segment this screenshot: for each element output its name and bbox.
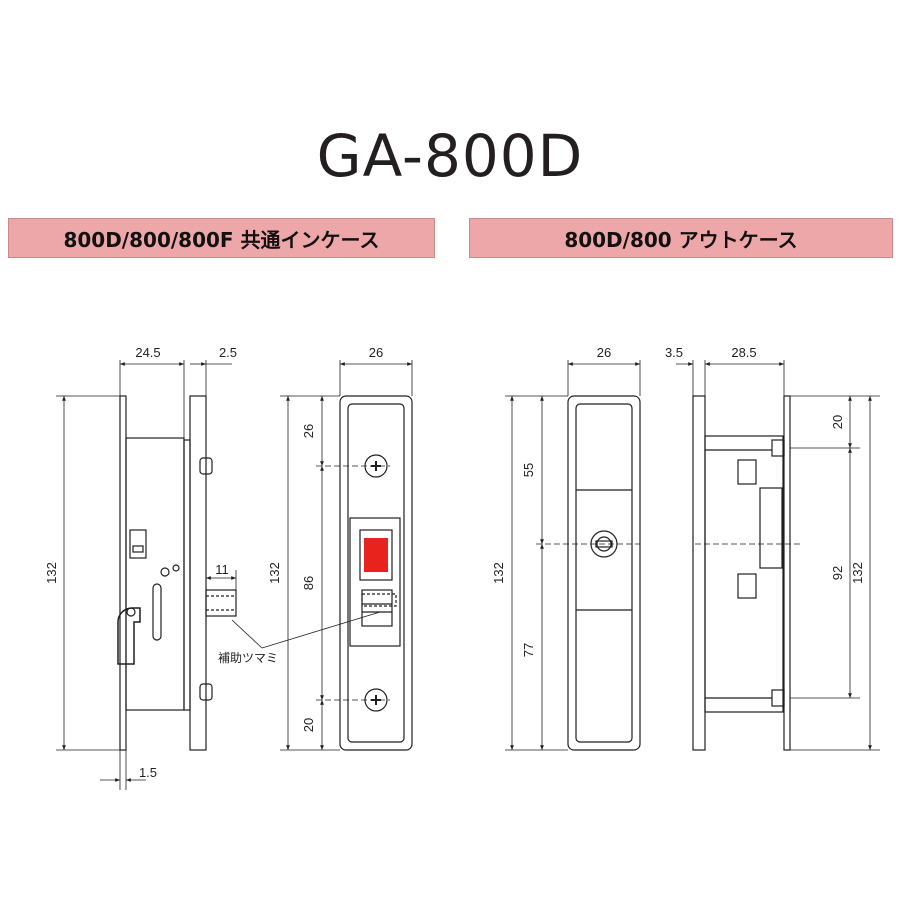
- outcase-front-dims: [505, 360, 641, 751]
- dim-in-front-height: 132: [267, 562, 282, 584]
- dim-out-front-top: 55: [521, 463, 536, 477]
- aux-knob-label: 補助ツマミ: [218, 651, 278, 665]
- dim-in-side-knob: 11: [215, 562, 229, 577]
- dim-out-side-top: 20: [830, 415, 845, 429]
- dim-out-front-bottom: 77: [521, 643, 536, 657]
- banner-incase-label: 800D/800/800F 共通インケース: [63, 227, 380, 252]
- dim-out-front-width: 26: [597, 345, 611, 360]
- dim-out-side-mid: 92: [830, 566, 845, 580]
- red-indicator: [364, 538, 388, 572]
- incase-front-dims: [280, 360, 413, 751]
- banner-outcase-label: 800D/800 アウトケース: [564, 227, 798, 252]
- dim-out-front-height: 132: [491, 562, 506, 584]
- outcase-side-view: [692, 395, 791, 751]
- dim-out-side-height: 132: [850, 562, 865, 584]
- dim-in-side-face: 2.5: [219, 345, 237, 360]
- dim-out-side-face: 3.5: [665, 345, 683, 360]
- banner-outcase: 800D/800 アウトケース: [469, 218, 893, 258]
- dim-in-side-bottom: 1.5: [139, 765, 157, 780]
- incase-front-view: [339, 395, 413, 751]
- outcase-front-view: [567, 395, 641, 751]
- dim-in-side-width: 24.5: [135, 345, 160, 360]
- incase-side-dims: [56, 360, 381, 790]
- dim-out-side-width: 28.5: [731, 345, 756, 360]
- banner-incase: 800D/800/800F 共通インケース: [8, 218, 435, 258]
- incase-side-view: [117, 395, 237, 751]
- outcase-side-dims: [676, 360, 880, 751]
- dim-in-front-mid: 86: [301, 576, 316, 590]
- page-title: GA-800D: [316, 122, 584, 190]
- dim-in-front-width: 26: [369, 345, 383, 360]
- dim-in-front-top: 26: [301, 424, 316, 438]
- dim-in-side-height: 132: [44, 562, 59, 584]
- dim-in-front-bottom: 20: [301, 718, 316, 732]
